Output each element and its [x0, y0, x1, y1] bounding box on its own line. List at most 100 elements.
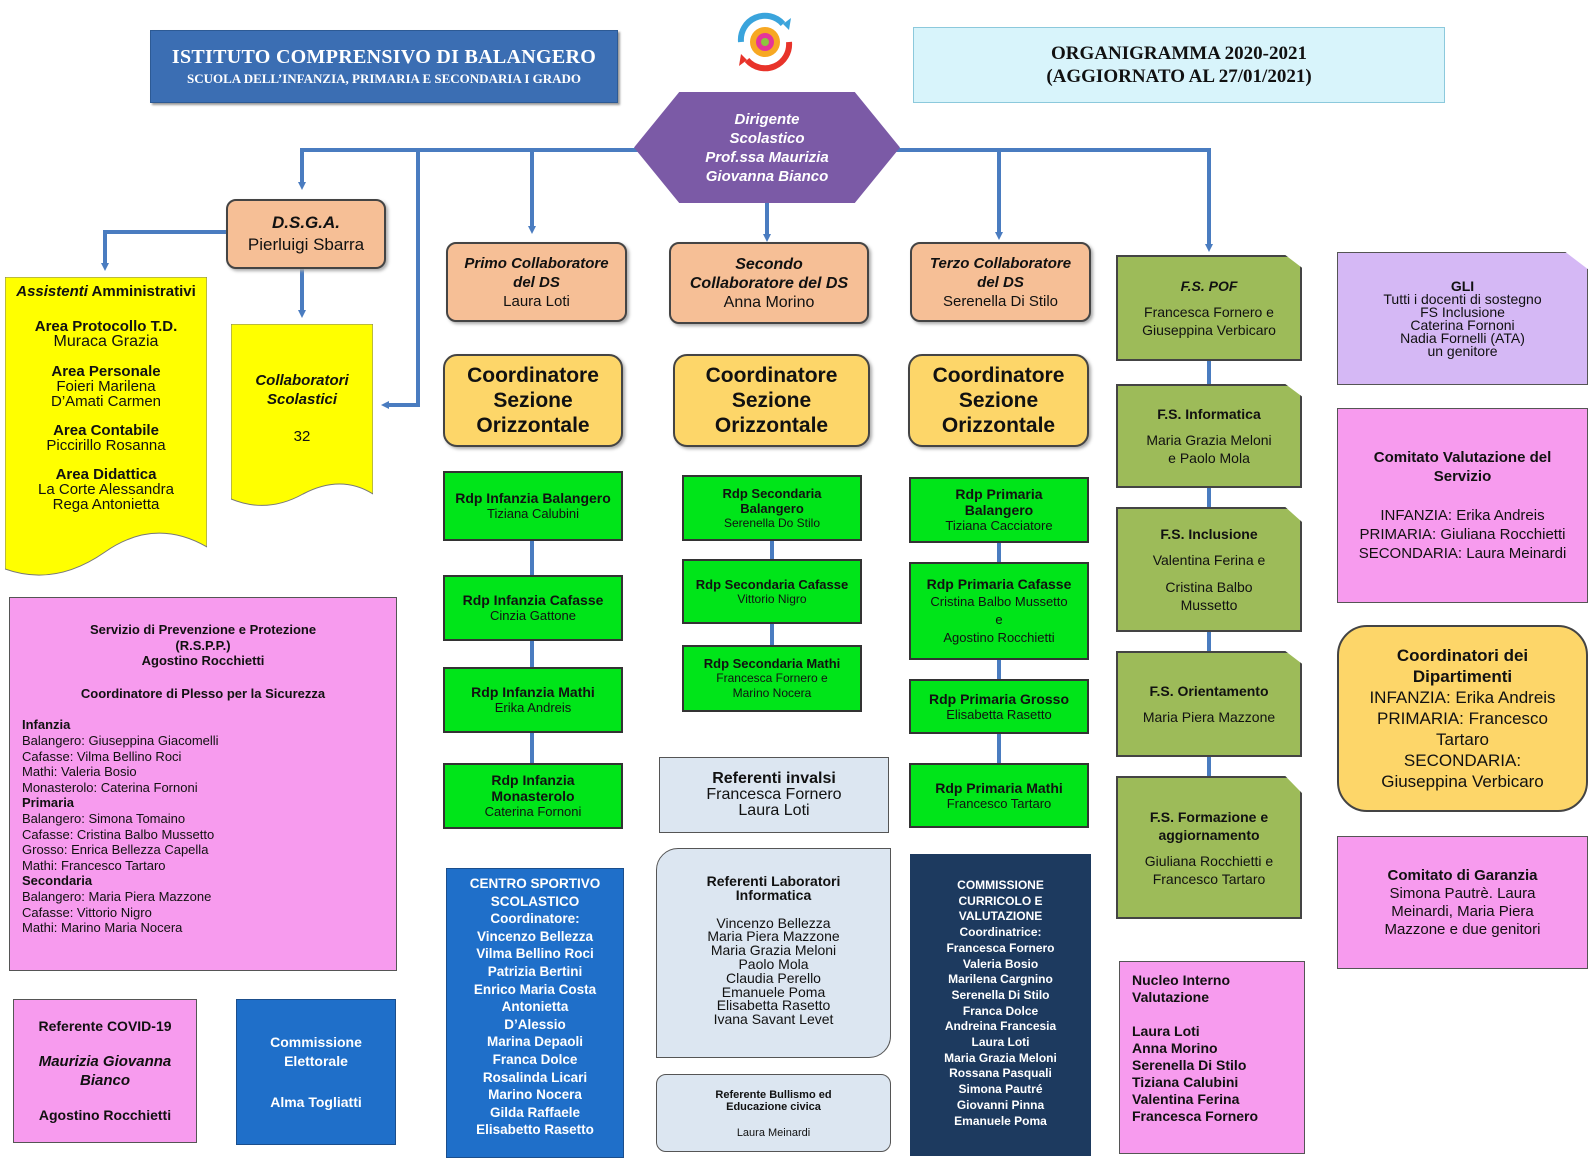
school-subtitle: SCUOLA DELL’INFANZIA, PRIMARIA E SECONDA…	[186, 71, 582, 86]
dsga-box: D.S.G.A. Pierluigi Sbarra	[226, 199, 386, 269]
text-line: Balangero	[964, 502, 1034, 518]
text-line: e Paolo Mola	[1168, 450, 1250, 466]
text-line: Collaboratore del DS	[689, 274, 849, 292]
text-line: Serenella Di Stilo	[951, 987, 1050, 1002]
text-line: Piccirillo Rosanna	[46, 437, 166, 454]
text-line: Vittorio Nigro	[737, 591, 807, 606]
text-line: Coordinatrice:	[959, 925, 1042, 940]
text-line: Marino Nocera	[488, 1087, 582, 1103]
text-line: Cafasse: Vilma Bellino Roci	[22, 748, 182, 764]
text-line: aggiornamento	[1158, 826, 1260, 843]
text-line: Foieri Marilena	[56, 378, 156, 395]
text-line: Tiziana Calubini	[1132, 1074, 1239, 1090]
dirigente-line: Prof.ssa Maurizia	[705, 148, 829, 166]
school-name: ISTITUTO COMPRENSIVO DI BALANGERO	[171, 46, 597, 68]
text-line: Scolastici	[266, 391, 338, 408]
text-line: Giovanni Pinna	[956, 1097, 1045, 1112]
text-line: Rega Antonietta	[52, 496, 160, 513]
assistenti-amministrativi-box: Assistenti Amministrativi Area Protocoll…	[5, 284, 207, 524]
text-line: Rdp Primaria Cafasse	[926, 576, 1072, 592]
text-line: Maria Grazia Meloni	[710, 942, 837, 959]
text-line: Balangero: Simona Tomaino	[22, 810, 186, 826]
text-line: SCOLASTICO	[490, 893, 580, 909]
text-line: Agostino Rocchietti	[141, 653, 265, 669]
text-line: Cafasse: Cristina Balbo Mussetto	[22, 826, 215, 842]
text-line: Balangero: Maria Piera Mazzone	[22, 888, 212, 904]
text-line: e	[995, 612, 1003, 627]
text-line: Primaria	[22, 795, 75, 811]
text-line: Laura Loti	[1132, 1023, 1200, 1039]
connector-collab-scol	[381, 150, 420, 409]
text-line: Valentina Ferina	[1132, 1091, 1240, 1107]
text-line: Emanuele Poma	[954, 1113, 1047, 1128]
text-line: Valutazione	[1132, 989, 1210, 1005]
text-line: Sezione	[731, 389, 812, 412]
text-line: CENTRO SPORTIVO	[469, 876, 601, 891]
text-line: Paolo Mola	[738, 955, 809, 972]
text-line: Meinardi, Maria Piera	[1391, 902, 1534, 920]
text-line: Elettorale	[284, 1052, 348, 1069]
text-line: Laura Loti	[971, 1035, 1030, 1050]
text-line: Maria Piera Mazzone	[1142, 709, 1276, 725]
dirigente-line: Dirigente	[734, 110, 800, 128]
dirigente-scolastico-box: Dirigente Scolastico Prof.ssa Maurizia G…	[634, 92, 900, 203]
text-line: Marilena Cargnino	[948, 972, 1053, 987]
collaboratori-scolastici-box: Collaboratori Scolastici 32	[231, 371, 373, 446]
text-line: Rdp Infanzia Cafasse	[462, 592, 604, 608]
text-line: Servizio	[1433, 468, 1492, 485]
text-line: Dipartimenti	[1412, 667, 1513, 686]
text-line: Servizio di Prevenzione e Protezione	[89, 622, 317, 637]
dsga-title: D.S.G.A.	[271, 213, 340, 232]
text-line: SECONDARIA: Laura Meinardi	[1358, 545, 1567, 562]
organigramma-title: ORGANIGRAMMA 2020-2021 (AGGIORNATO AL 27…	[913, 27, 1445, 103]
text-line: Bianco	[79, 1072, 130, 1089]
text-line: CURRICOLO E	[958, 893, 1043, 908]
text-line: Francesco Tartaro	[1152, 870, 1266, 887]
text-line: Sezione	[958, 389, 1039, 412]
text-line: Monasterolo: Caterina Fornoni	[22, 779, 198, 795]
text-line: Serenella Do Stilo	[723, 515, 821, 530]
text-line: Coordinatore:	[490, 911, 580, 927]
text-line: Gilda Raffaele	[489, 1104, 581, 1120]
text-line: PRIMARIA: Francesco	[1377, 709, 1548, 728]
title-line: (AGGIORNATO AL 27/01/2021)	[1046, 66, 1312, 87]
text-line: Cinzia Gattone	[490, 608, 576, 623]
text-line: GLI	[1450, 277, 1475, 294]
text-line: Laura Loti	[503, 292, 570, 310]
text-line: Tartaro	[1436, 730, 1489, 749]
rspp-box: Servizio di Prevenzione e Protezione(R.S…	[9, 597, 397, 971]
text-line: Claudia Perello	[726, 969, 821, 986]
text-line: Francesco Tartaro	[946, 795, 1052, 811]
assistenti-shape	[5, 277, 207, 576]
text-line: Orizzontale	[941, 414, 1056, 437]
text-line: (R.S.P.P.)	[175, 637, 231, 653]
text-line: Franca Dolce	[492, 1051, 578, 1067]
text-line: Mussetto	[1180, 597, 1238, 613]
text-line: Informatica	[735, 886, 812, 903]
text-line: Francesca Fornero	[1132, 1108, 1259, 1124]
text-line: Anna Morino	[723, 293, 815, 311]
text-line: Rosalinda Licari	[482, 1069, 588, 1085]
text-line: Referenti invalsi	[712, 770, 836, 787]
text-line: Nucleo Interno	[1132, 972, 1231, 988]
text-line: Mathi: Francesco Tartaro	[22, 857, 166, 873]
connector-dsga-assistenti	[101, 230, 226, 271]
text-line: Maria Piera Mazzone	[707, 928, 840, 945]
text-line: Giuliana Rocchietti e	[1144, 852, 1274, 869]
collaboratori-count: 32	[293, 428, 311, 445]
text-line: Secondaria	[22, 873, 93, 889]
text-line: Coordinatore	[467, 364, 599, 387]
text-line: Laura Loti	[738, 802, 810, 819]
